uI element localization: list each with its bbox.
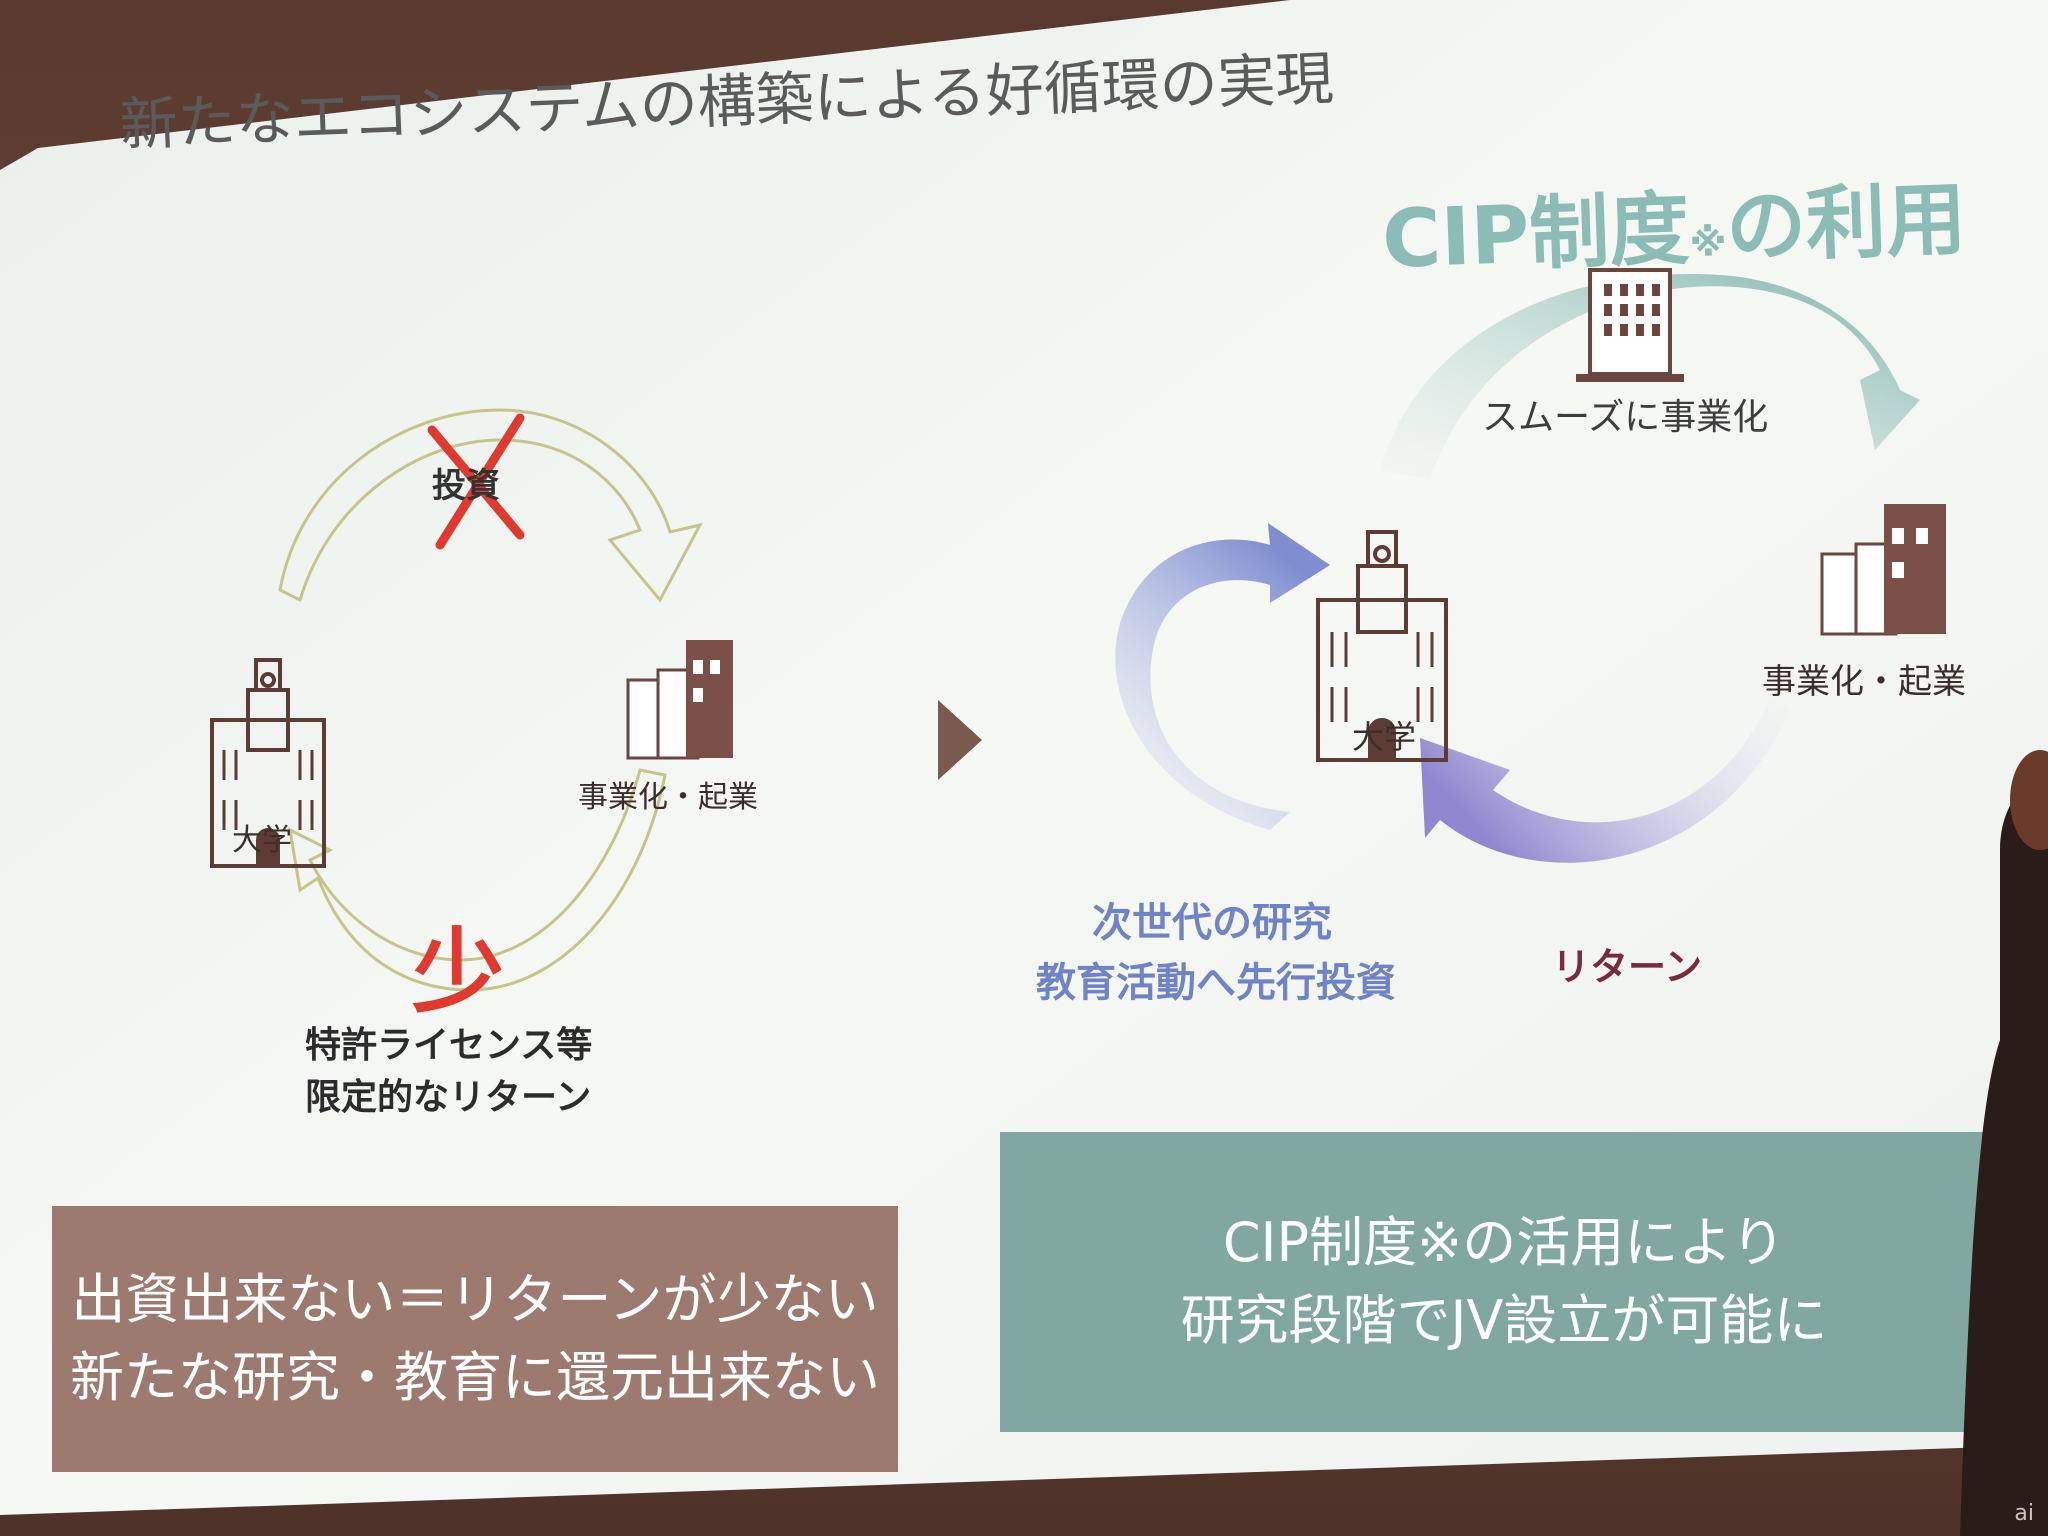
left-summary-box: 出資出来ない＝リターンが少ない 新たな研究・教育に還元出来ない — [52, 1206, 898, 1472]
few-mark: 少 — [412, 919, 505, 1026]
smooth-business-label: スムーズに事業化 — [1482, 397, 1769, 438]
investment-label: 投資 — [432, 466, 500, 506]
right-summary-line1: CIP制度※の活用により — [1222, 1210, 1786, 1274]
next-gen-line1: 次世代の研究 — [1092, 900, 1332, 946]
left-summary-line2: 新たな研究・教育に還元出来ない — [70, 1346, 880, 1409]
right-business-label: 事業化・起業 — [1762, 662, 1966, 702]
cip-title: CIP制度※の利用 — [1380, 155, 1968, 291]
next-gen-line2: 教育活動へ先行投資 — [1036, 960, 1396, 1006]
right-summary-line2: 研究段階でJV設立が可能に — [1180, 1289, 1828, 1352]
office-building-icon — [1576, 268, 1684, 382]
right-university-label: 大学 — [1352, 718, 1417, 756]
watermark: ai — [2014, 1501, 2034, 1526]
left-university-label: 大学 — [232, 823, 292, 858]
curved-arrow-icon — [1115, 523, 1330, 830]
cip-title-main: CIP制度 — [1380, 182, 1691, 286]
presenter-silhouette — [1960, 750, 2048, 1536]
left-return-line1: 特許ライセンス等 — [305, 1025, 593, 1066]
left-return-line2: 限定的なリターン — [305, 1077, 592, 1118]
right-summary-box: CIP制度※の活用により 研究段階でJV設立が可能に — [1000, 1132, 2008, 1432]
curved-arrow-icon — [1380, 274, 1920, 480]
next-arrow-icon — [938, 700, 982, 780]
cip-title-suffix: の利用 — [1724, 172, 1968, 274]
left-business-label: 事業化・起業 — [578, 780, 758, 815]
cross-mark-icon — [427, 413, 525, 550]
left-top-arrow-outline — [278, 408, 703, 603]
university-building-icon — [1316, 530, 1448, 762]
left-cycle — [278, 408, 703, 992]
left-summary-line1: 出資出来ない＝リターンが少ない — [71, 1267, 879, 1331]
right-return-label: リターン — [1552, 945, 1703, 989]
office-building-icon — [1820, 504, 1946, 636]
university-building-icon — [210, 658, 326, 868]
left-bottom-arrow-outline — [288, 768, 667, 992]
office-building-icon — [626, 640, 733, 760]
cip-title-mark: ※ — [1688, 219, 1728, 266]
curved-arrow-icon — [1420, 700, 1790, 863]
